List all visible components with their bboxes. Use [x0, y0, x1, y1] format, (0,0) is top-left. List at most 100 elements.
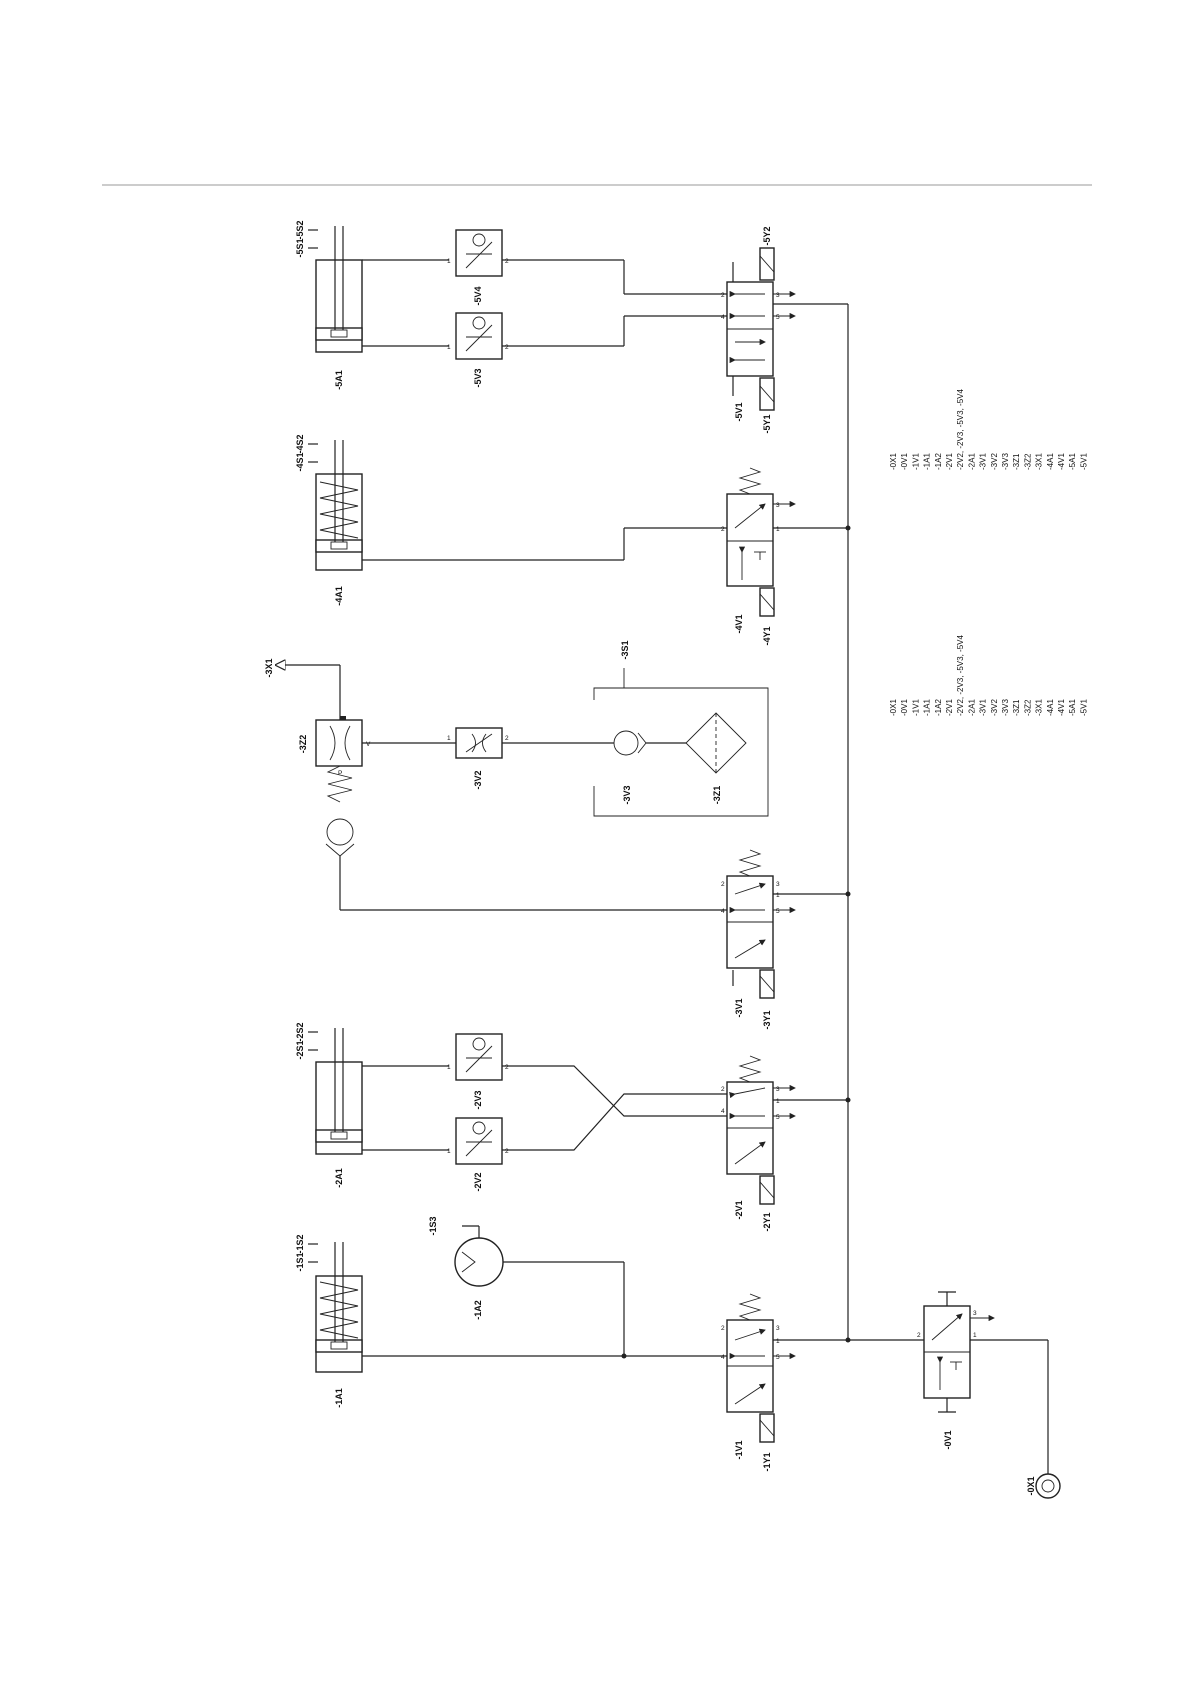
- svg-text:1: 1: [776, 892, 780, 899]
- component-list-item: -5A1: [1068, 453, 1077, 470]
- label-5y2: -5Y2: [762, 226, 772, 245]
- svg-text:-1S1: -1S1: [295, 1252, 305, 1271]
- component-list-item: -2V2, -2V3, -5V3, -5V4: [956, 635, 965, 716]
- label-1s3: -1S3: [428, 1216, 438, 1235]
- valve-3v1: [726, 849, 796, 999]
- label-4y1: -4Y1: [762, 626, 772, 645]
- component-list-item: -3V2: [990, 699, 999, 716]
- svg-text:1: 1: [776, 1338, 780, 1345]
- component-list-item: -2A1: [967, 453, 976, 470]
- component-list-item: -3Z1: [1012, 699, 1021, 716]
- component-list-item: -3V3: [1001, 699, 1010, 716]
- svg-text:1: 1: [973, 1332, 977, 1339]
- component-list-item: -5V1: [1079, 699, 1088, 716]
- svg-text:2: 2: [721, 292, 725, 299]
- component-list-item: -0V1: [900, 453, 909, 470]
- label-3z1: -3Z1: [712, 786, 722, 805]
- component-list-item: -1A2: [934, 453, 943, 470]
- svg-text:1: 1: [776, 526, 780, 533]
- component-list-item: -3X1: [1035, 699, 1044, 716]
- component-list-item: -2V1: [945, 699, 954, 716]
- label-4v1: -4V1: [734, 614, 744, 633]
- exhaust-3x1: [276, 665, 341, 720]
- label-5s1: -5S1: [295, 238, 305, 257]
- valve-2v1: [726, 1055, 796, 1205]
- svg-text:3: 3: [776, 881, 780, 888]
- pressure-gauge-1a2: [454, 1225, 627, 1359]
- flow-control-2v2: [455, 1117, 503, 1165]
- label-3s1: -3S1: [620, 640, 630, 659]
- component-list-item: -2V2, -2V3, -5V3, -5V4: [956, 389, 965, 470]
- component-list-item: -4A1: [1046, 453, 1055, 470]
- label-2v3: -2V3: [473, 1090, 483, 1109]
- svg-text:3: 3: [776, 292, 780, 299]
- svg-text:4: 4: [721, 908, 725, 915]
- component-list-item: -4A1: [1046, 699, 1055, 716]
- component-list-item: -0V1: [900, 699, 909, 716]
- svg-text:3: 3: [776, 502, 780, 509]
- svg-text:4: 4: [721, 314, 725, 321]
- component-list-item: -0X1: [889, 453, 898, 470]
- svg-text:V: V: [366, 741, 371, 748]
- svg-text:4: 4: [721, 1354, 725, 1361]
- flow-control-5v4: [455, 229, 503, 277]
- component-list-item: -3Z1: [1012, 453, 1021, 470]
- component-list-item: -4V1: [1057, 453, 1066, 470]
- svg-text:1: 1: [447, 735, 451, 742]
- svg-text:2: 2: [721, 1086, 725, 1093]
- label-3y1: -3Y1: [762, 1010, 772, 1029]
- component-list-item: -3V2: [990, 453, 999, 470]
- cylinder-1a1: [315, 1242, 727, 1373]
- label-1y1: -1Y1: [762, 1452, 772, 1471]
- svg-text:3: 3: [776, 1086, 780, 1093]
- label-3x1: -3X1: [264, 658, 274, 677]
- svg-text:2: 2: [505, 1064, 509, 1071]
- component-list-item: -3V1: [979, 453, 988, 470]
- label-2a1: -2A1: [334, 1168, 344, 1188]
- svg-text:3: 3: [973, 1310, 977, 1317]
- svg-text:-2S2: -2S2: [295, 1022, 305, 1041]
- svg-text:-2S1: -2S1: [295, 1040, 305, 1059]
- component-list-item: -3Z2: [1023, 699, 1032, 716]
- label-0x1: -0X1: [1026, 1476, 1036, 1495]
- cylinder-5a1: [315, 226, 449, 353]
- component-list-item: -3Z2: [1023, 453, 1032, 470]
- svg-text:-4S2: -4S2: [295, 434, 305, 453]
- label-2v2: -2V2: [473, 1172, 483, 1191]
- svg-text:1: 1: [776, 1098, 780, 1105]
- label-5a1: -5A1: [334, 370, 344, 390]
- valve-4v1: [726, 467, 796, 617]
- valve-5v1: [726, 247, 796, 411]
- component-list-item: -1A2: [934, 699, 943, 716]
- label-3z2: -3Z2: [298, 735, 308, 754]
- component-list-item: -5A1: [1068, 699, 1077, 716]
- flow-control-5v3: [455, 312, 503, 360]
- component-list-item: -0X1: [889, 699, 898, 716]
- label-2v1: -2V1: [734, 1200, 744, 1219]
- svg-text:5: 5: [776, 1114, 780, 1121]
- svg-text:P: P: [338, 770, 342, 777]
- label-5y1: -5Y1: [762, 414, 772, 433]
- cylinder-4a1: [315, 440, 624, 571]
- svg-text:-4S1: -4S1: [295, 452, 305, 471]
- svg-text:1: 1: [447, 344, 451, 351]
- svg-text:5: 5: [776, 1354, 780, 1361]
- valve-0v1: [923, 1291, 1049, 1474]
- label-4a1: -4A1: [334, 586, 344, 606]
- svg-text:2: 2: [505, 344, 509, 351]
- svg-text:2: 2: [721, 526, 725, 533]
- label-5v3: -5V3: [473, 368, 483, 387]
- svg-text:3: 3: [776, 1325, 780, 1332]
- svg-text:1: 1: [447, 258, 451, 265]
- component-list-1: -0X1-0V1-1V1-1A1-1A2-2V1-2V2, -2V3, -5V3…: [889, 635, 1088, 716]
- component-list-item: -5V1: [1079, 453, 1088, 470]
- label-5v4: -5V4: [473, 286, 483, 305]
- label-3v2: -3V2: [473, 770, 483, 789]
- svg-text:2: 2: [721, 1325, 725, 1332]
- svg-text:2: 2: [505, 258, 509, 265]
- component-list-item: -3V3: [1001, 453, 1010, 470]
- label-3v1: -3V1: [734, 998, 744, 1017]
- svg-text:2: 2: [505, 1148, 509, 1155]
